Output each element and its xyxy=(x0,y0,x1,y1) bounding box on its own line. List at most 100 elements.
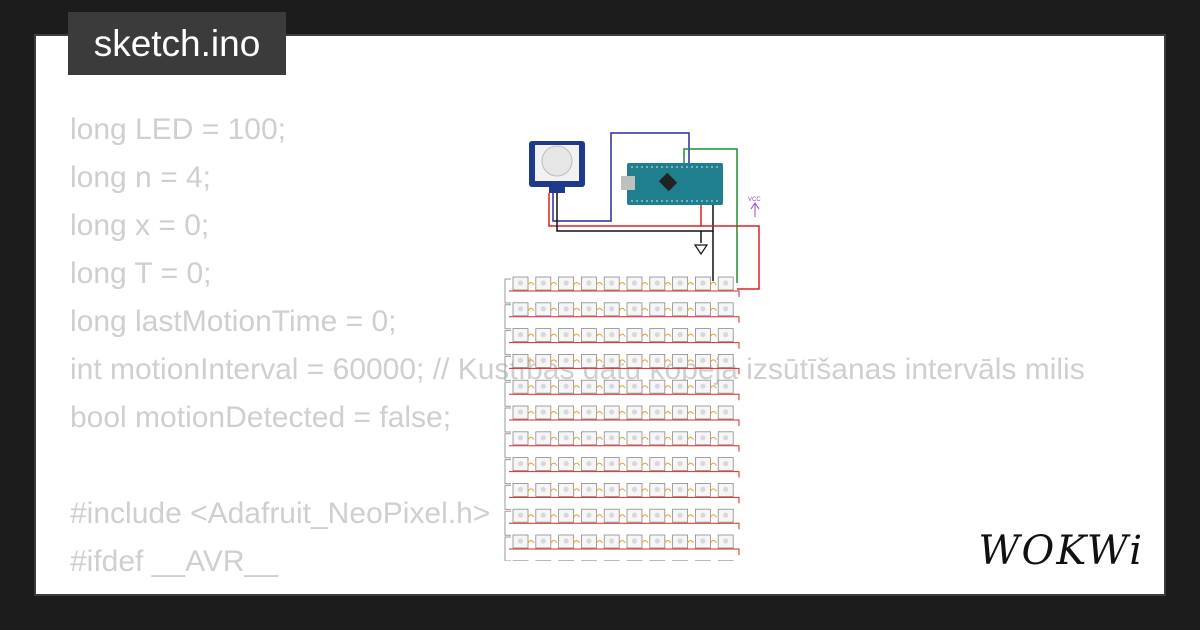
led-data-wire xyxy=(550,282,558,286)
neopixel-led-lens xyxy=(586,332,592,338)
neopixel-led-lens xyxy=(563,435,569,441)
led-data-wire xyxy=(527,282,535,286)
neopixel-led-lens xyxy=(517,409,524,415)
neopixel-led-lens xyxy=(631,332,638,338)
neopixel-led-lens xyxy=(700,332,706,338)
neopixel-led-lens xyxy=(700,538,706,544)
neopixel-led-lens xyxy=(563,306,569,312)
led-data-wire xyxy=(573,436,581,441)
neopixel-led-lens xyxy=(723,435,729,441)
led-data-wire xyxy=(595,333,603,337)
led-data-wire xyxy=(664,540,672,544)
led-data-wire xyxy=(573,488,581,492)
neopixel-led-lens xyxy=(654,332,660,338)
led-data-wire xyxy=(550,514,558,518)
code-line: #include <avr/power.h> xyxy=(70,586,1132,594)
led-data-wire xyxy=(709,411,717,415)
neopixel-led-lens xyxy=(677,383,683,389)
neopixel-led-lens xyxy=(723,332,729,338)
led-row-wire xyxy=(509,367,740,375)
neopixel-led-lens xyxy=(654,435,660,441)
neopixel-led-lens xyxy=(609,435,615,441)
neopixel-led-lens xyxy=(540,512,546,518)
led-data-wire xyxy=(618,436,626,441)
neopixel-led-lens xyxy=(677,409,683,415)
led-data-wire xyxy=(664,307,672,312)
neopixel-led-lens xyxy=(654,357,660,363)
neopixel-led-lens xyxy=(723,409,729,415)
neopixel-led-lens xyxy=(586,383,592,389)
led-row-return-wire xyxy=(504,304,511,330)
led-data-wire xyxy=(595,282,603,286)
led-data-wire xyxy=(595,540,603,544)
led-data-wire xyxy=(709,436,717,441)
led-data-wire xyxy=(641,385,649,389)
neopixel-led-lens xyxy=(609,409,615,415)
led-row-wire xyxy=(509,445,740,452)
neopixel-led-lens xyxy=(654,383,660,389)
neopixel-led-lens xyxy=(723,486,729,492)
neopixel-led-lens xyxy=(723,538,729,544)
led-data-wire xyxy=(664,488,672,492)
led-data-wire xyxy=(595,462,603,466)
led-row-wire xyxy=(509,548,740,555)
led-data-wire xyxy=(573,540,581,544)
led-data-wire xyxy=(573,307,581,312)
neopixel-led-lens xyxy=(563,486,569,492)
led-row-wire xyxy=(509,471,740,478)
led-data-wire xyxy=(527,385,535,389)
neopixel-led-lens xyxy=(654,538,660,544)
led-data-wire xyxy=(664,462,672,466)
file-title-tab: sketch.ino xyxy=(68,12,286,75)
led-data-wire xyxy=(550,436,558,441)
neopixel-led-lens xyxy=(677,306,683,312)
code-line: long x = 0; xyxy=(70,209,210,242)
neopixel-led-lens xyxy=(540,538,546,544)
code-line: long T = 0; xyxy=(70,257,212,290)
neopixel-led-lens xyxy=(677,357,683,363)
neopixel-led-lens xyxy=(654,486,660,492)
led-data-wire xyxy=(618,307,626,312)
led-data-wire xyxy=(573,462,581,466)
neopixel-led-lens xyxy=(631,383,638,389)
led-data-wire xyxy=(618,359,626,363)
pir-sensor-icon xyxy=(529,141,585,193)
led-data-wire xyxy=(618,411,626,415)
led-data-wire xyxy=(618,282,626,286)
led-data-wire xyxy=(641,333,649,337)
led-data-wire xyxy=(687,540,695,544)
neopixel-led-lens xyxy=(517,538,524,544)
led-data-wire xyxy=(641,488,649,492)
led-data-wire xyxy=(618,462,626,466)
neopixel-led-lens xyxy=(586,280,592,286)
led-data-wire xyxy=(550,462,558,466)
led-data-wire xyxy=(527,488,535,492)
led-data-wire xyxy=(595,359,603,363)
neopixel-led-lens xyxy=(631,512,638,518)
code-line: #include <Adafruit_NeoPixel.h> xyxy=(70,497,491,530)
led-data-wire xyxy=(709,282,717,286)
neopixel-led-lens xyxy=(700,435,706,441)
neopixel-led-lens xyxy=(540,461,546,467)
neopixel-led-lens xyxy=(586,306,592,312)
neopixel-led-lens xyxy=(677,435,683,441)
neopixel-led-lens xyxy=(654,280,660,286)
neopixel-led-lens xyxy=(586,512,592,518)
led-data-wire xyxy=(709,540,717,544)
neopixel-led-lens xyxy=(723,306,729,312)
led-data-wire xyxy=(687,436,695,441)
neopixel-led-lens xyxy=(517,512,524,518)
wokwi-logo: WOKWi xyxy=(978,528,1144,574)
neopixel-led-lens xyxy=(517,486,524,492)
led-data-wire xyxy=(595,514,603,518)
led-data-wire xyxy=(550,488,558,492)
neopixel-led-lens xyxy=(609,512,615,518)
led-data-wire xyxy=(550,359,558,363)
code-listing: long LED = 100;long n = 4;long x = 0;lon… xyxy=(70,106,1132,594)
neopixel-led-lens xyxy=(677,332,683,338)
led-data-wire xyxy=(573,333,581,337)
neopixel-led-lens xyxy=(563,512,569,518)
neopixel-led-lens xyxy=(586,486,592,492)
neopixel-led-lens xyxy=(723,280,729,286)
neopixel-led-lens xyxy=(586,357,592,363)
